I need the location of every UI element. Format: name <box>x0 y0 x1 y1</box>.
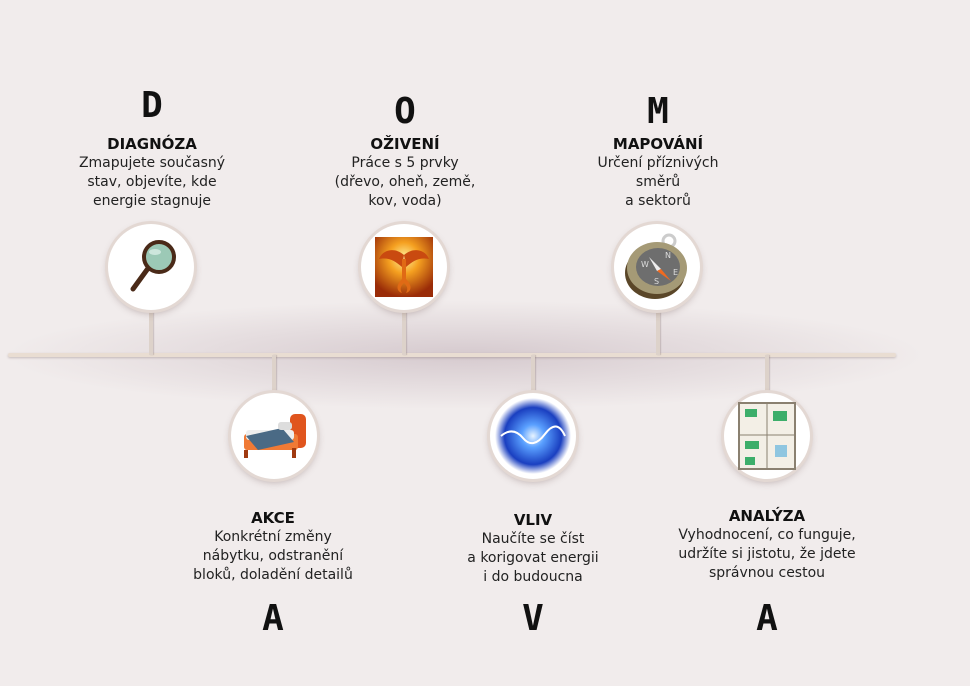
svg-text:E: E <box>673 268 678 277</box>
timeline-line <box>8 353 896 357</box>
step-akce: AKCE Konkrétní změny nábytku, odstranění… <box>173 508 373 639</box>
step-title: VLIV <box>513 511 553 529</box>
step-desc: Zmapujete současný stav, objevíte, kde e… <box>78 155 226 209</box>
step-letter: A <box>756 598 778 639</box>
step-desc: Konkrétní změny nábytku, odstranění blok… <box>193 529 353 583</box>
step-title: ANALÝZA <box>728 507 806 525</box>
step-desc: Práce s 5 prvky (dřevo, oheň, země, kov,… <box>334 155 476 209</box>
step-title: AKCE <box>251 509 295 527</box>
energy-orb-icon <box>490 393 576 479</box>
bed-icon <box>231 393 317 479</box>
svg-text:W: W <box>641 260 649 269</box>
step-letter: O <box>394 91 416 132</box>
step-title: OŽIVENÍ <box>370 135 440 153</box>
stem <box>272 355 276 395</box>
svg-text:N: N <box>665 251 671 260</box>
phoenix-icon <box>361 224 447 310</box>
svg-text:S: S <box>654 277 659 286</box>
step-letter: M <box>647 91 669 132</box>
stem <box>765 355 769 395</box>
step-title: DIAGNÓZA <box>107 135 197 153</box>
step-analyza: ANALÝZA Vyhodnocení, co funguje, udržíte… <box>667 506 867 639</box>
step-desc: Naučíte se číst a korigovat energii i do… <box>467 531 599 585</box>
step-desc: Vyhodnocení, co funguje, udržíte si jist… <box>678 527 856 581</box>
step-desc: Určení příznivých směrů a sektorů <box>597 155 719 209</box>
step-letter: A <box>262 598 284 639</box>
magnifier-icon <box>108 224 194 310</box>
step-mapovani: M MAPOVÁNÍ Určení příznivých směrů a sek… <box>558 86 758 211</box>
step-oziveni: O OŽIVENÍ Práce s 5 prvky (dřevo, oheň, … <box>305 86 505 211</box>
step-title: MAPOVÁNÍ <box>612 135 704 153</box>
step-vliv: VLIV Naučíte se číst a korigovat energii… <box>433 510 633 639</box>
stem <box>402 310 406 355</box>
step-letter: V <box>522 598 544 639</box>
step-letter: D <box>141 85 163 126</box>
step-diagnoza: D DIAGNÓZA Zmapujete současný stav, obje… <box>52 86 252 211</box>
stem <box>149 310 153 355</box>
stem <box>656 310 660 355</box>
stem <box>531 355 535 395</box>
floor-plan-icon <box>724 393 810 479</box>
